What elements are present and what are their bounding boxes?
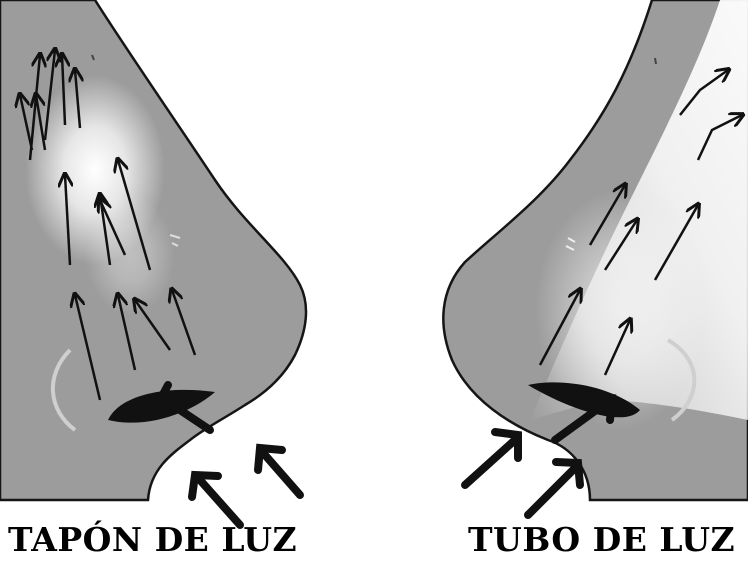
caption-light-tube: TUBO DE LUZ (468, 520, 736, 559)
left-ala-crease (50, 348, 77, 432)
right-thin-arrows (538, 70, 742, 376)
left-thin-arrows (20, 50, 197, 401)
left-nostril (108, 389, 215, 423)
right-nose-profile (442, 0, 748, 519)
left-nose-profile (0, 0, 308, 529)
right-ala-crease (666, 338, 697, 422)
left-thick-arrows (154, 381, 304, 529)
caption-light-plug: TAPÓN DE LUZ (8, 520, 298, 559)
right-thick-arrows (461, 391, 617, 519)
